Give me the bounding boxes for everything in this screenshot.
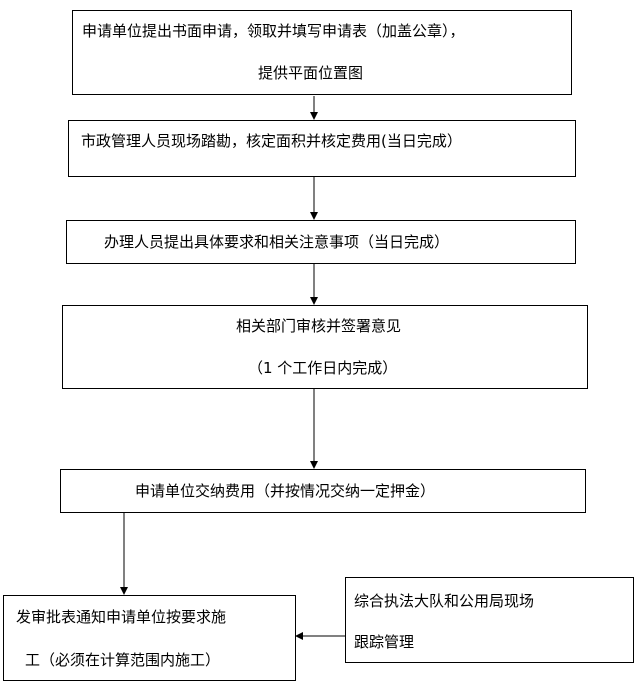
- step-3-box: 办理人员提出具体要求和相关注意事项（当日完成）: [66, 220, 576, 264]
- step-4-box: 相关部门审核并签署意见 （1 个工作日内完成）: [62, 305, 588, 389]
- step-6-line-1: 发审批表通知申请单位按要求施: [16, 608, 227, 626]
- step-2-line-1: 市政管理人员现场踏勘，核定面积并核定费用(当日完成）: [81, 132, 462, 150]
- step-4-line-2: （1 个工作日内完成）: [248, 359, 398, 377]
- supervision-line-1: 综合执法大队和公用局现场: [354, 592, 535, 610]
- supervision-line-2: 跟踪管理: [354, 633, 415, 651]
- step-1-box: 申请单位提出书面申请，领取并填写申请表（加盖公章）， 提供平面位置图: [72, 10, 572, 95]
- step-1-line-1: 申请单位提出书面申请，领取并填写申请表（加盖公章），: [82, 22, 465, 40]
- step-5-box: 申请单位交纳费用（并按情况交纳一定押金）: [60, 469, 586, 513]
- step-1-line-2: 提供平面位置图: [258, 64, 364, 82]
- step-5-line-1: 申请单位交纳费用（并按情况交纳一定押金）: [135, 482, 436, 500]
- step-4-line-1: 相关部门审核并签署意见: [236, 317, 402, 335]
- step-2-box: 市政管理人员现场踏勘，核定面积并核定费用(当日完成）: [68, 120, 576, 177]
- supervision-box: 综合执法大队和公用局现场 跟踪管理: [345, 577, 634, 663]
- step-6-box: 发审批表通知申请单位按要求施 工（必须在计算范围内施工）: [3, 595, 296, 681]
- step-3-line-1: 办理人员提出具体要求和相关注意事项（当日完成）: [104, 233, 450, 251]
- step-6-line-2: 工（必须在计算范围内施工）: [25, 651, 221, 669]
